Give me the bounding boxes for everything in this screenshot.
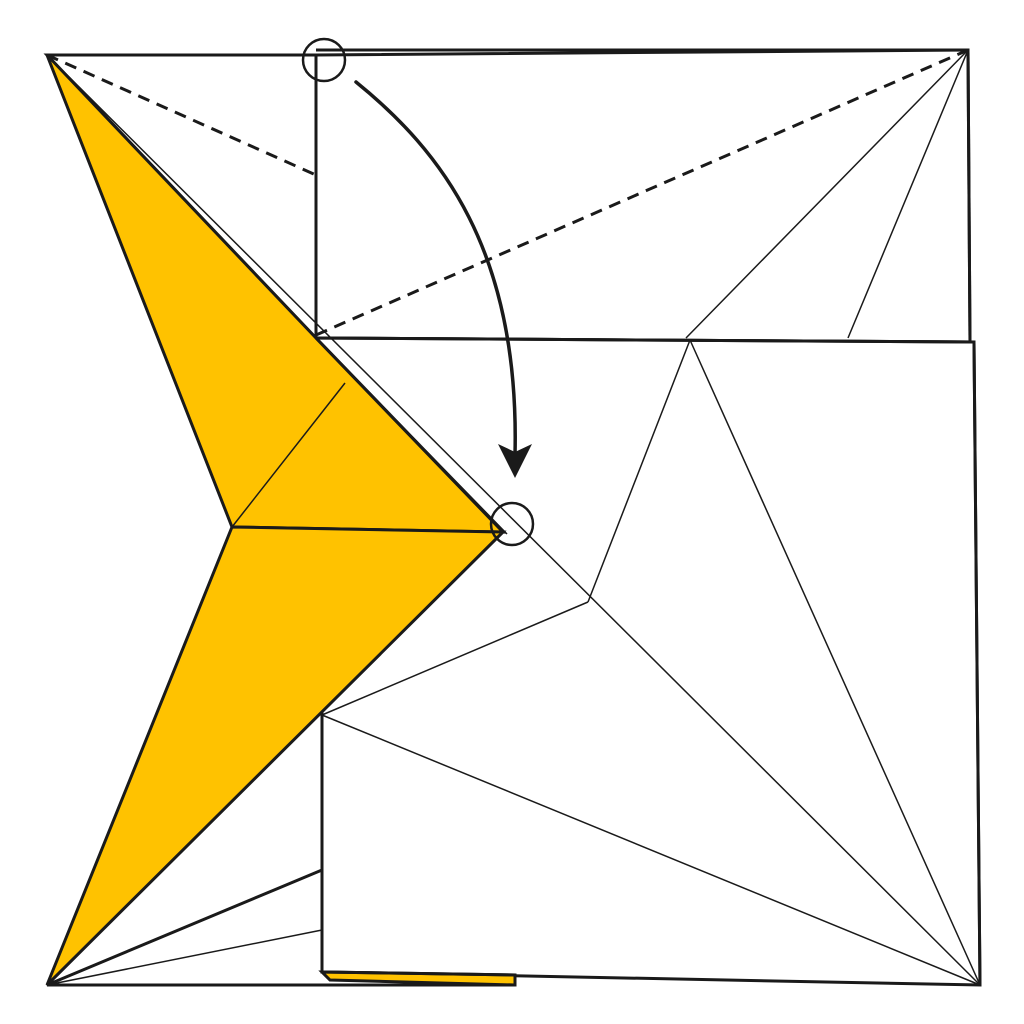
fold-arrow-icon	[354, 80, 517, 457]
crease-peak-left	[587, 339, 691, 603]
fold-arrowhead-icon	[498, 444, 532, 478]
crease-bottom-1	[46, 869, 323, 986]
main-sheet	[314, 336, 982, 987]
left-top-edge	[47, 53, 318, 338]
start-point-circle-icon	[301, 37, 347, 83]
crease-diagonal-main	[46, 54, 981, 986]
lower-sheet-outline	[320, 715, 517, 985]
yellow-flap-lower	[45, 525, 507, 987]
target-point-circle-icon	[489, 501, 535, 547]
crease-top-2	[847, 49, 969, 339]
fold-guide-short	[46, 53, 317, 177]
top-flap-right-edge	[966, 49, 972, 343]
yellow-flap-edge-inner	[321, 343, 508, 535]
crease-yellow-inner	[231, 382, 346, 528]
crease-mid-left	[321, 601, 589, 716]
crease-bottom-2	[46, 929, 323, 986]
crease-lower-1	[321, 714, 981, 986]
crease-top-1	[685, 49, 969, 339]
main-sheet-outline	[315, 336, 982, 986]
top-flap	[314, 48, 972, 344]
crease-peak-right	[689, 339, 981, 986]
